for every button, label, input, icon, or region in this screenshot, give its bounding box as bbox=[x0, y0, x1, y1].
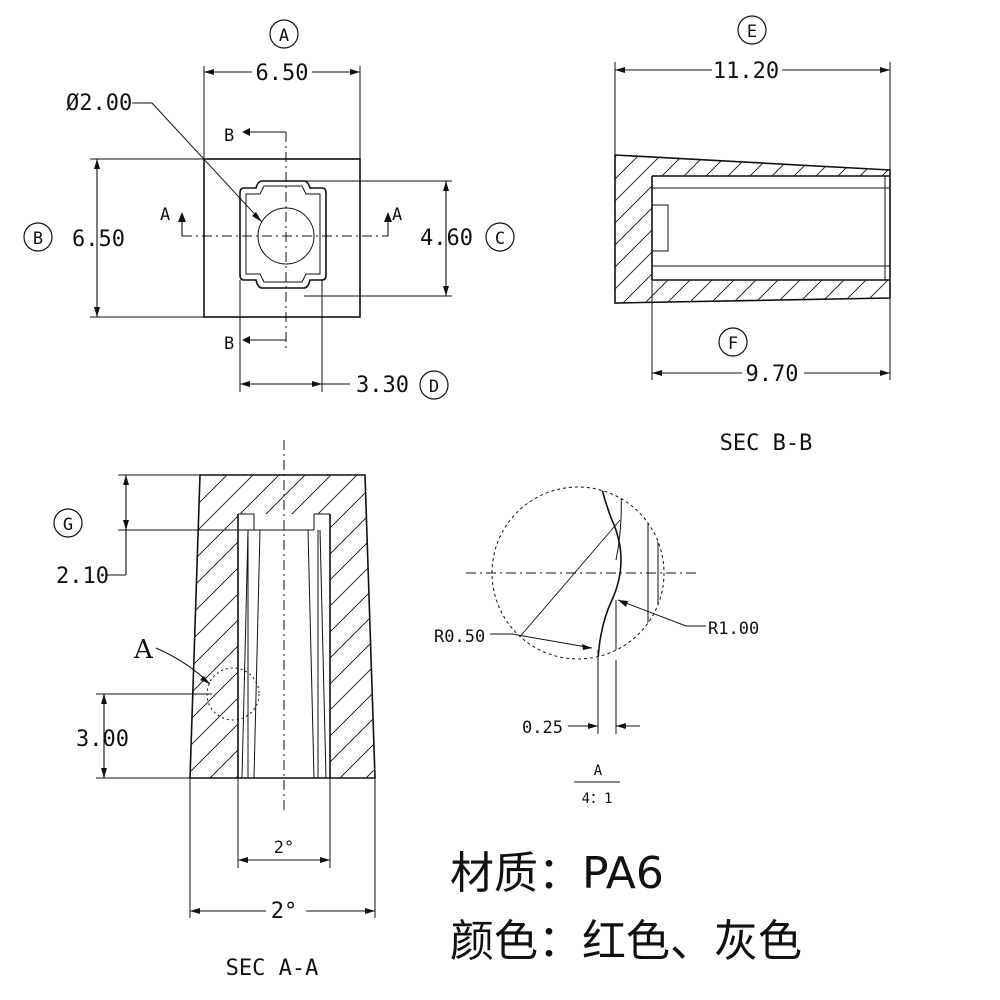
hatch-line bbox=[857, 155, 890, 303]
hatch-line bbox=[615, 155, 623, 303]
dim-detail-offset: 0.25 bbox=[522, 718, 563, 738]
dim-height: 6.50 bbox=[72, 227, 125, 252]
hatch-line bbox=[968, 150, 1000, 310]
hatch-line bbox=[615, 155, 667, 303]
hatch-line bbox=[640, 470, 960, 790]
notes: 材质：PA6 颜色：红色、灰色 bbox=[450, 848, 802, 967]
dim-bb-bore: 9.70 bbox=[746, 362, 799, 387]
hatch-line bbox=[380, 470, 700, 790]
detail-a-label: A bbox=[133, 635, 154, 665]
section-bb-bore bbox=[651, 175, 890, 281]
hatch-line bbox=[190, 475, 285, 778]
dim-inner: 4.60 bbox=[420, 226, 473, 251]
hatch-line bbox=[614, 470, 934, 790]
dim-detail-r-large: R1.00 bbox=[708, 619, 759, 639]
section-bb: 11.20 9.70 SEC B-B bbox=[614, 58, 1000, 456]
dim-aa-detail-height: 3.00 bbox=[76, 727, 129, 752]
hatch-line bbox=[924, 150, 1000, 310]
hatch-line bbox=[190, 475, 259, 778]
hatch-line bbox=[946, 150, 1000, 310]
cross-socket-inner bbox=[245, 185, 321, 283]
section-b-bottom-label: B bbox=[224, 334, 234, 354]
material-note: 材质：PA6 bbox=[450, 848, 664, 899]
section-aa-bore bbox=[237, 514, 331, 778]
hatch-line bbox=[536, 470, 856, 790]
outer-square bbox=[203, 158, 361, 318]
section-bb-caption: SEC B-B bbox=[720, 431, 813, 456]
hatch-line bbox=[990, 150, 1000, 310]
hatch-line bbox=[835, 155, 890, 303]
callout-g: G bbox=[63, 515, 73, 535]
hatch-line bbox=[615, 155, 645, 303]
hatch-line bbox=[879, 155, 890, 303]
dim-hole-diameter: Ø2.00 bbox=[66, 91, 132, 116]
detail-a-title: A bbox=[594, 763, 603, 779]
dim-width: 6.50 bbox=[256, 61, 309, 86]
dim-slot: 3.30 bbox=[356, 373, 409, 398]
hatch-line bbox=[190, 475, 375, 778]
callouts: A B C D E F G bbox=[23, 15, 767, 538]
section-aa: 2.10 3.00 A 2° 2° SEC A-A bbox=[56, 440, 960, 981]
dim-aa-outer-angle: 2° bbox=[271, 899, 298, 924]
color-note: 颜色：红色、灰色 bbox=[450, 916, 802, 967]
section-aa-caption: SEC A-A bbox=[226, 956, 319, 981]
section-a-right-label: A bbox=[392, 205, 402, 225]
dim-aa-depth: 2.10 bbox=[56, 564, 109, 589]
section-bb-hatch bbox=[615, 150, 1000, 310]
detail-a-boundary bbox=[491, 486, 665, 660]
dim-bb-length: 11.20 bbox=[713, 59, 779, 84]
top-view: B B A A 6.50 6.50 Ø2.00 4.60 bbox=[66, 60, 473, 398]
hatch-line bbox=[510, 470, 830, 790]
hatch-line bbox=[190, 475, 375, 778]
callout-e: E bbox=[747, 22, 757, 42]
hatch-line bbox=[902, 150, 1000, 310]
section-a-left-label: A bbox=[160, 205, 170, 225]
hatch-line bbox=[813, 155, 890, 303]
section-b-top-label: B bbox=[224, 126, 234, 146]
callout-a: A bbox=[279, 26, 289, 46]
cross-socket bbox=[239, 180, 327, 289]
detail-a: R0.50 R1.00 0.25 A 4：1 bbox=[434, 486, 759, 807]
hatch-line bbox=[301, 475, 375, 778]
callout-d: D bbox=[429, 377, 439, 397]
hatch-line bbox=[327, 475, 375, 778]
hatch-line bbox=[353, 475, 375, 778]
callout-b: B bbox=[33, 229, 43, 249]
dim-aa-inner-angle: 2° bbox=[274, 838, 294, 858]
dim-detail-r-small: R0.50 bbox=[434, 627, 485, 647]
detail-a-scale: 4：1 bbox=[582, 791, 613, 807]
callout-f: F bbox=[728, 334, 738, 354]
callout-c: C bbox=[495, 229, 505, 249]
